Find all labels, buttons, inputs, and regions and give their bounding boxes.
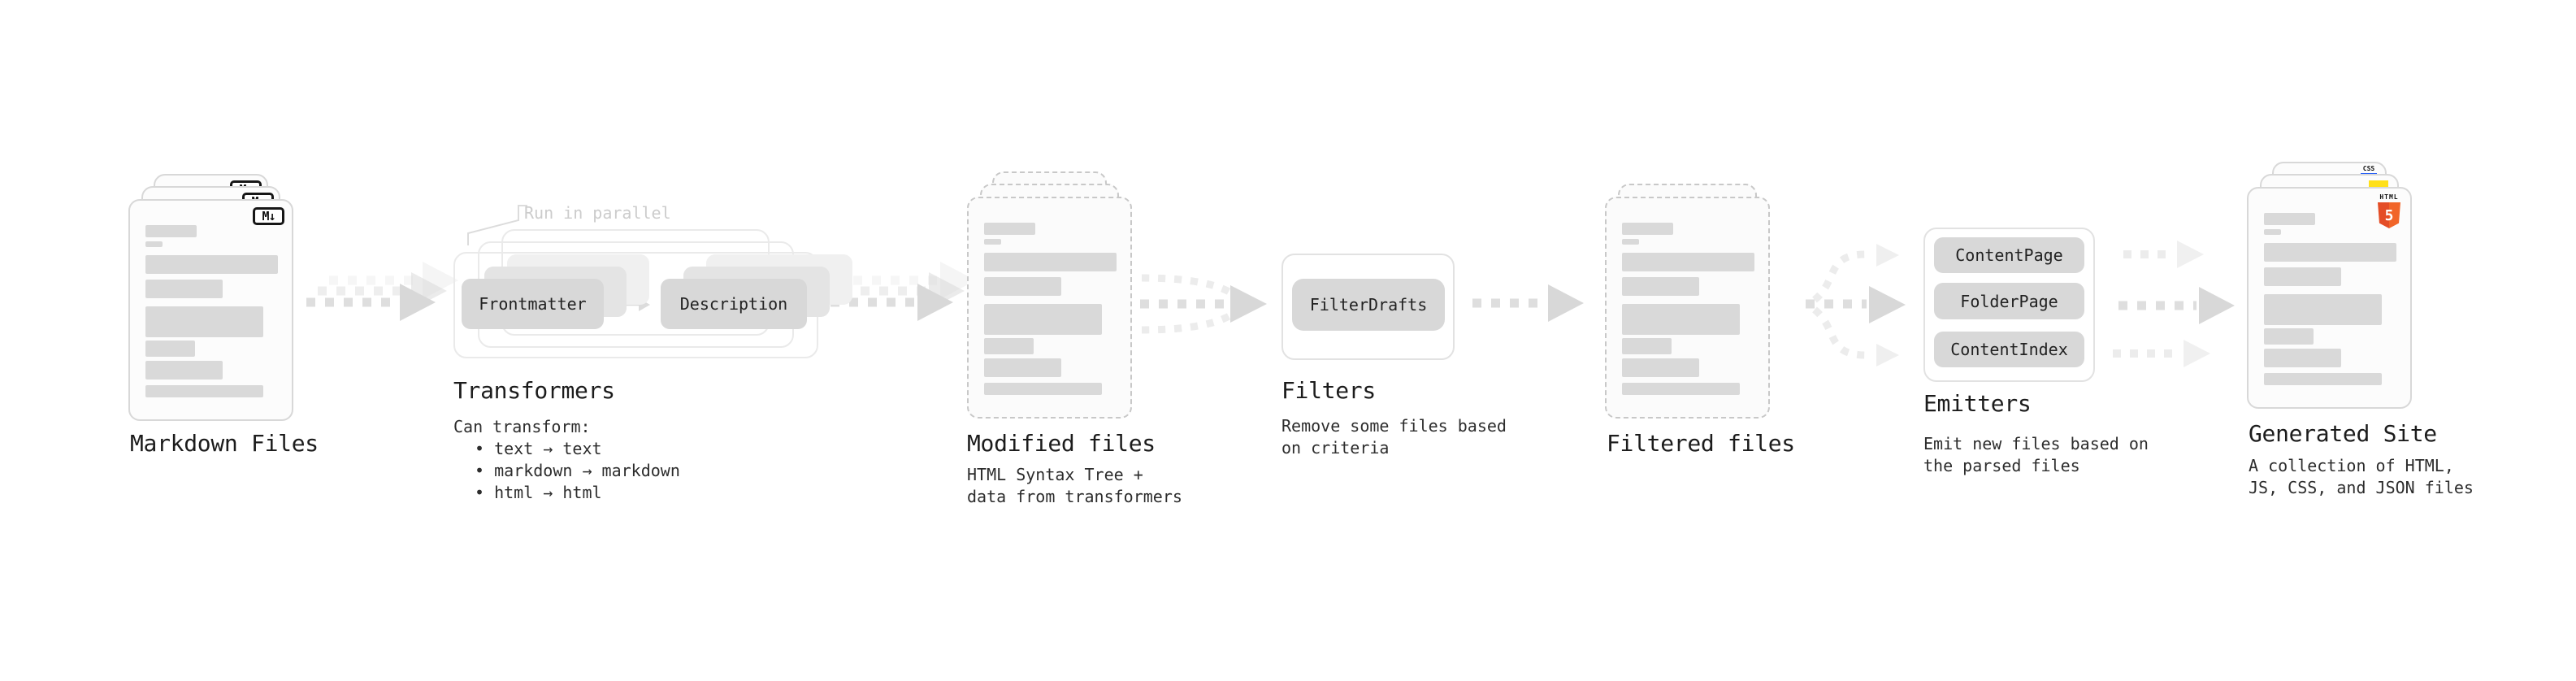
emitters-desc-line: Emit new files based on	[1923, 434, 2149, 453]
placeholder-line	[984, 239, 1001, 245]
placeholder-line	[1622, 277, 1699, 296]
placeholder-line	[145, 225, 197, 237]
filters-description: Remove some files based on criteria	[1281, 415, 1507, 459]
filters-desc-line: on criteria	[1281, 438, 1390, 458]
placeholder-line	[145, 361, 223, 380]
transformers-bullet: • text → text	[475, 439, 602, 458]
placeholder-line	[2264, 243, 2396, 262]
placeholder-line	[2264, 213, 2315, 225]
filtered-file-card	[1605, 197, 1770, 419]
run-in-parallel-annotation: Run in parallel	[524, 203, 671, 223]
frontmatter-pill: Frontmatter	[462, 279, 604, 329]
placeholder-line	[1622, 239, 1639, 245]
placeholder-line	[2264, 349, 2341, 367]
placeholder-line	[984, 383, 1102, 395]
placeholder-line	[984, 358, 1061, 377]
generated-desc-line: A collection of HTML,	[2249, 456, 2454, 475]
transformers-bullet: • markdown → markdown	[475, 461, 680, 480]
placeholder-line	[1622, 304, 1740, 335]
emitters-label: Emitters	[1923, 390, 2032, 417]
markdown-files-label: Markdown Files	[130, 430, 319, 457]
placeholder-line	[145, 255, 278, 274]
placeholder-line	[2264, 294, 2382, 325]
folderpage-pill: FolderPage	[1934, 283, 2084, 319]
modified-files-description: HTML Syntax Tree + data from transformer…	[967, 464, 1182, 508]
emitters-description: Emit new files based on the parsed files	[1923, 433, 2149, 477]
placeholder-line	[1622, 253, 1754, 271]
filters-label: Filters	[1281, 377, 1376, 404]
contentindex-pill: ContentIndex	[1934, 332, 2084, 367]
arrow-modified-to-filters	[1140, 274, 1267, 334]
placeholder-line	[984, 338, 1034, 354]
generated-site-label: Generated Site	[2249, 420, 2437, 447]
arrow-emitters-to-generated	[2113, 241, 2235, 367]
placeholder-line	[1622, 223, 1673, 235]
placeholder-line	[145, 241, 163, 247]
html5-icon-word: HTML	[2379, 193, 2399, 201]
html5-icon: HTML 5	[2375, 193, 2403, 231]
placeholder-line	[145, 306, 263, 337]
filters-box	[1281, 254, 1455, 360]
modified-desc-line: data from transformers	[967, 487, 1182, 506]
markdown-file-card: M↓	[128, 199, 293, 421]
html5-icon-shield: 5	[2378, 202, 2400, 228]
placeholder-line	[145, 280, 223, 298]
transformers-label: Transformers	[453, 377, 615, 404]
css-icon-word: CSS	[2362, 165, 2375, 172]
transformers-desc-title: Can transform:	[453, 417, 591, 436]
placeholder-line	[145, 340, 195, 357]
arrow-filtered-to-emitters	[1806, 244, 1906, 367]
placeholder-line	[984, 253, 1117, 271]
modified-desc-line: HTML Syntax Tree +	[967, 465, 1143, 484]
placeholder-line	[2264, 373, 2382, 385]
filtered-files-label: Filtered files	[1607, 430, 1795, 457]
generated-site-description: A collection of HTML, JS, CSS, and JSON …	[2249, 455, 2474, 499]
transformers-description: Can transform: • text → text • markdown …	[453, 416, 680, 504]
placeholder-line	[2264, 229, 2281, 235]
placeholder-line	[1622, 383, 1740, 395]
transformers-bullet: • html → html	[475, 483, 602, 502]
markdown-icon: M↓	[253, 207, 284, 225]
placeholder-line	[1622, 358, 1699, 377]
modified-files-label: Modified files	[967, 430, 1156, 457]
arrow-markdown-to-transformers	[306, 262, 458, 321]
placeholder-line	[2264, 267, 2341, 286]
placeholder-line	[984, 223, 1035, 235]
contentpage-pill: ContentPage	[1934, 237, 2084, 273]
placeholder-line	[984, 277, 1061, 296]
placeholder-line	[145, 385, 263, 397]
placeholder-line	[2264, 328, 2314, 345]
description-pill: Description	[661, 279, 807, 329]
placeholder-line	[1622, 338, 1672, 354]
placeholder-line	[984, 304, 1102, 335]
modified-file-card	[967, 197, 1132, 419]
filterdrafts-pill: FilterDrafts	[1292, 279, 1445, 331]
emitters-desc-line: the parsed files	[1923, 456, 2080, 475]
generated-desc-line: JS, CSS, and JSON files	[2249, 478, 2474, 497]
html-file-card: HTML 5	[2247, 187, 2412, 409]
filters-desc-line: Remove some files based	[1281, 416, 1507, 436]
emitters-box	[1923, 228, 2095, 382]
arrow-filters-to-filtered	[1472, 284, 1584, 322]
